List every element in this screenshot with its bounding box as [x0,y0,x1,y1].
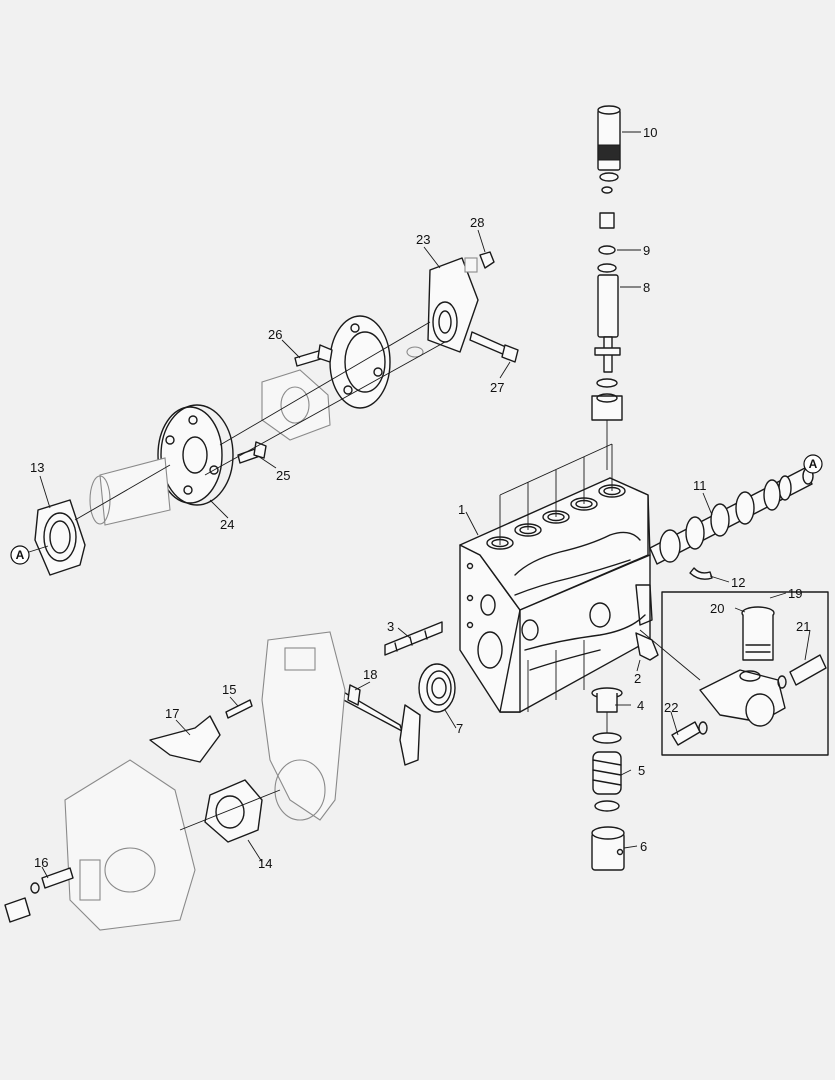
callout-14: 14 [258,856,272,871]
callout-21: 21 [796,619,810,634]
callout-4: 4 [637,698,644,713]
plunger-barrel-part-8 [591,274,623,421]
callout-9: 9 [643,243,650,258]
reference-letter-left: A [16,548,25,562]
callout-10: 10 [643,125,657,140]
callout-12: 12 [731,575,745,590]
callout-18: 18 [363,667,377,682]
coupling-plate-part-24 [157,404,234,506]
bolt-part-25 [237,441,267,464]
callout-16: 16 [34,855,48,870]
bolt-part-16 [30,867,74,894]
bolt-part-27 [469,331,519,363]
callout-26: 26 [268,327,282,342]
adapter-flange-part-13 [34,499,86,576]
fuel-pump-body [699,669,786,727]
sleeve-part [4,897,31,923]
callout-15: 15 [222,682,236,697]
flyweight-assembly-part-14 [204,779,263,843]
coupling-flange-ghost [261,346,424,441]
lever-part-17 [149,715,221,763]
governor-ghost [64,759,196,931]
callout-labels: 1 2 3 4 5 6 7 8 9 10 11 12 13 14 15 16 1… [30,125,810,871]
delivery-valve-part-9 [597,245,617,273]
plunger-spring-part-5 [592,751,622,795]
callout-20: 20 [710,601,724,616]
delivery-valve-holder-part-10 [597,105,621,229]
callout-17: 17 [165,706,179,721]
coupling-hub-part-23 [427,257,479,353]
callout-leaders [39,131,811,879]
control-rack-part-3 [384,621,443,656]
callout-28: 28 [470,215,484,230]
callout-6: 6 [640,839,647,854]
callout-11: 11 [693,478,707,493]
callout-7: 7 [456,721,463,736]
callout-13: 13 [30,460,44,475]
priming-pump-part-20 [741,606,775,661]
roller-tappet-part-6 [591,826,625,871]
coupling-disc [329,315,391,409]
spring-seat-upper [592,732,622,744]
lever-part-18 [337,684,421,766]
callout-2: 2 [634,671,641,686]
callout-25: 25 [276,468,290,483]
bearing-part-7 [418,663,456,713]
pump-housing-part-1 [459,443,653,713]
spring-part-15 [225,699,253,719]
callout-23: 23 [416,232,430,247]
plug-part-21 [777,654,827,689]
callout-5: 5 [638,763,645,778]
drive-shaft-ghost [89,457,171,526]
governor-housing-ghost [261,631,346,821]
callout-8: 8 [643,280,650,295]
callout-22: 22 [664,700,678,715]
reference-mark-right: A [803,454,823,474]
callout-3: 3 [387,619,394,634]
callout-27: 27 [490,380,504,395]
callout-19: 19 [788,586,802,601]
screw-part-22 [671,721,708,746]
key-part-12 [689,567,713,580]
callout-1: 1 [458,502,465,517]
bolt-part-2 [635,632,659,661]
feed-pump-group-part-19 [661,591,829,756]
callout-24: 24 [220,517,234,532]
nut-part-28 [464,251,495,273]
reference-mark-left: A [10,545,49,565]
camshaft-part-11 [649,467,814,565]
control-sleeve-part-4 [591,687,623,713]
reference-letter-right: A [809,457,818,471]
spring-seat-lower [594,800,620,812]
bolt-part-26 [294,344,333,367]
